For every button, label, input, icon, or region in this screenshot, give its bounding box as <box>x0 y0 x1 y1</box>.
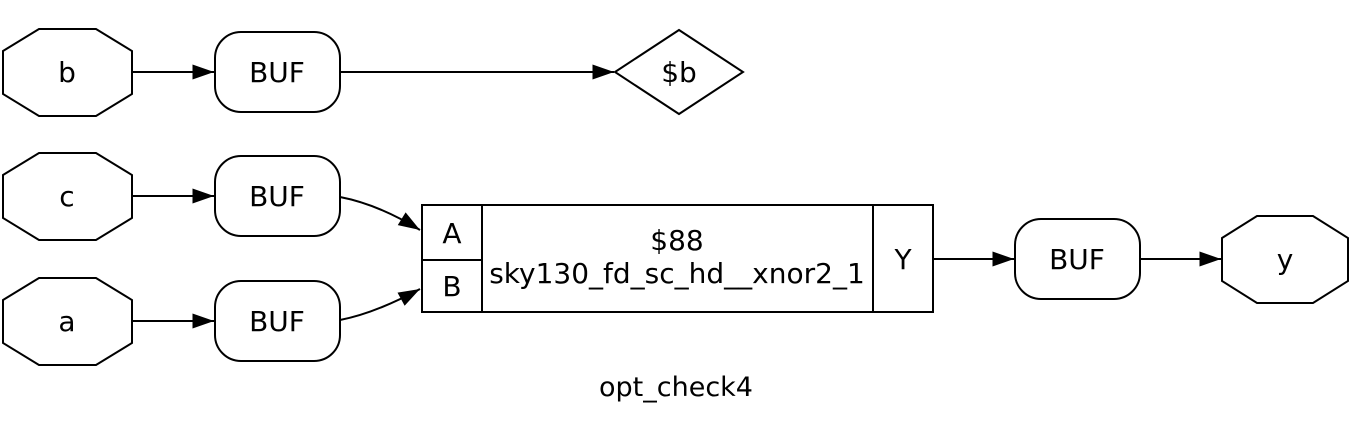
cell-port-y-label: Y <box>893 243 912 276</box>
diamond-shape <box>613 28 745 116</box>
buffer-label: BUF <box>1049 243 1105 276</box>
buffer-node-b: BUF <box>214 31 341 113</box>
input-port-b: b <box>2 28 133 117</box>
octagon-shape <box>2 277 133 366</box>
input-port-c: c <box>2 152 133 241</box>
output-port-y-label: y <box>1277 243 1294 276</box>
input-port-c-label: c <box>59 180 74 213</box>
buffer-shape <box>214 280 341 362</box>
wire-buf-to-port-b <box>339 288 421 321</box>
input-port-a: a <box>2 277 133 366</box>
buffer-node-y: BUF <box>1014 218 1141 300</box>
signal-b-label: $b <box>661 56 697 89</box>
cell-node-xnor2: A B $88 sky130_fd_sc_hd__xnor2_1 Y <box>421 204 934 313</box>
cell-port-b-label: B <box>442 270 461 303</box>
buffer-label: BUF <box>249 305 305 338</box>
buffer-shape <box>1014 218 1141 300</box>
octagon-shape <box>1221 215 1349 304</box>
wire-buf-to-port-a <box>339 196 421 231</box>
cell-outline <box>421 204 934 313</box>
buffer-shape <box>214 31 341 113</box>
graph-title: opt_check4 <box>599 372 753 403</box>
buffer-shape <box>214 155 341 237</box>
buffer-label: BUF <box>249 56 305 89</box>
input-port-a-label: a <box>58 305 75 338</box>
input-port-b-label: b <box>58 56 76 89</box>
octagon-shape <box>2 28 133 117</box>
cell-instance-label: $88 <box>650 224 703 257</box>
cell-type-label: sky130_fd_sc_hd__xnor2_1 <box>489 257 865 290</box>
cell-port-a-label: A <box>442 217 461 250</box>
buffer-label: BUF <box>249 180 305 213</box>
output-port-y: y <box>1221 215 1349 304</box>
octagon-shape <box>2 152 133 241</box>
buffer-node-a: BUF <box>214 280 341 362</box>
wires <box>132 64 1221 329</box>
signal-diamond-b: $b <box>613 28 745 116</box>
buffer-node-c: BUF <box>214 155 341 237</box>
